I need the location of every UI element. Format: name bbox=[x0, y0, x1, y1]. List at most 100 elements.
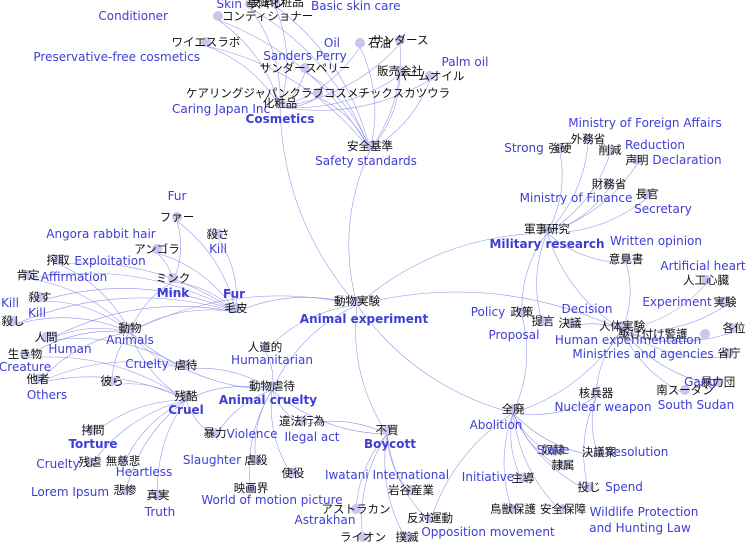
edge-jintai-jinkoshinzo bbox=[621, 283, 707, 331]
node-mofa-label-en: Ministry of Foreign Affairs bbox=[568, 116, 721, 130]
edge-haishi-hantai bbox=[429, 412, 514, 523]
node-kisokesho-label-ja: 基礎化粧品 bbox=[246, 0, 304, 9]
edge-haishi-chojuhogo bbox=[503, 412, 514, 514]
node-ikensho-label-ja: 意見書 bbox=[609, 252, 644, 266]
edge-keigawa-korosu bbox=[39, 288, 237, 313]
node-sudan-label-ja: 南スーダン bbox=[656, 383, 714, 397]
node-bokumetsu-marker bbox=[402, 532, 412, 542]
graph-node-markers bbox=[8, 0, 739, 542]
node-ihokoi-marker bbox=[297, 416, 307, 426]
node-zangyaku-marker bbox=[85, 457, 95, 467]
node-jikken-label-en: Experiment bbox=[642, 295, 712, 309]
node-shocho-marker bbox=[724, 348, 734, 358]
node-bokumetsu-label-ja: 撲滅 bbox=[396, 530, 419, 544]
node-fur-label-ja: ファー bbox=[160, 210, 195, 224]
node-teian-marker bbox=[538, 316, 548, 326]
edge-haishi-tojiru bbox=[512, 412, 590, 492]
node-tasha-label-ja: 他者 bbox=[27, 372, 50, 386]
node-skin-marker bbox=[245, 0, 255, 9]
node-jintai-marker bbox=[617, 321, 627, 331]
node-seisaku-label-ja: 政策 bbox=[511, 305, 534, 319]
edge-haishi-jintai bbox=[512, 329, 623, 414]
edge-fubai-raion bbox=[361, 433, 388, 542]
node-boryoku-label-en: Violence bbox=[227, 427, 278, 441]
node-sudan-marker bbox=[680, 385, 690, 395]
node-dobutsugyakutai-label-en: Animal cruelty bbox=[219, 393, 317, 407]
edge-zankoku-gomon bbox=[92, 399, 187, 435]
node-skin-label-ja: スキン bbox=[250, 0, 284, 11]
node-ikensho-marker bbox=[621, 254, 631, 264]
node-hantai-label-ja: 反対運動 bbox=[407, 511, 453, 525]
node-ketsugi-label-ja: 決議 bbox=[559, 316, 582, 330]
node-jintai-label-en: Human experimentation bbox=[555, 333, 701, 347]
node-shudo-marker bbox=[518, 473, 528, 483]
node-ningen-marker bbox=[41, 332, 51, 342]
node-raion-marker bbox=[358, 532, 368, 542]
node-mof-marker bbox=[604, 179, 614, 189]
node-ikimono-label-ja: 生き物 bbox=[8, 347, 43, 361]
edge-dobutsugyakutai-fubai bbox=[271, 389, 388, 435]
node-fubai-marker bbox=[382, 425, 392, 435]
edge-zankoku-zangyaku bbox=[89, 399, 187, 467]
node-safety-label-ja: 安全基準 bbox=[347, 139, 393, 153]
edge-jintai-sudan bbox=[621, 329, 686, 395]
node-military-label-en: Military research bbox=[489, 237, 604, 251]
node-sakugen-marker bbox=[605, 145, 615, 155]
node-tojiru-label-ja: 投じ bbox=[578, 480, 601, 494]
node-sanderssperry-label-en: Sanders Perry bbox=[263, 49, 347, 63]
node-dobutsu-label-en: Animals bbox=[106, 333, 154, 347]
node-dobutsu-marker bbox=[125, 323, 135, 333]
edge-zankoku-ikimono bbox=[24, 356, 187, 401]
edge-dobutsu-kotei bbox=[27, 278, 131, 333]
node-haishi-label-en: Abolition bbox=[470, 418, 523, 432]
node-anzenhosho-label-en: and Hunting Law bbox=[589, 521, 691, 535]
node-higeki-label-ja: 悲惨 bbox=[114, 483, 137, 497]
node-shocho-label-en: Ministries and agencies bbox=[572, 347, 713, 361]
node-reizoku-label-ja: 隷属 bbox=[552, 458, 575, 472]
node-angora-label-en: Angora rabbit hair bbox=[46, 227, 156, 241]
node-kotei-marker bbox=[23, 270, 33, 280]
node-reizoku-marker bbox=[558, 460, 568, 470]
edge-dobutsugyakutai-gyakutai bbox=[185, 367, 273, 391]
node-ihokoi-label-en: Ilegal act bbox=[284, 430, 339, 444]
node-astrakhan-label-en: Astrakhan bbox=[295, 513, 356, 527]
node-dorei-marker bbox=[548, 445, 558, 455]
node-ketsugian-label-en: Resolution bbox=[606, 445, 669, 459]
edge-zankoku-mujihi bbox=[122, 399, 187, 466]
edge-cosmetics-wyeth bbox=[205, 45, 281, 108]
edge-jintai-animalexp bbox=[356, 291, 623, 331]
node-shieki-label-ja: 使役 bbox=[282, 466, 305, 480]
edge-keigawa-fur bbox=[176, 220, 237, 313]
edge-military-seisaku bbox=[521, 232, 548, 317]
node-kisokesho-label-en: Basic skin care bbox=[311, 0, 401, 13]
node-sanders-marker bbox=[395, 35, 405, 45]
node-ketsugian-label-ja: 決議案 bbox=[582, 445, 617, 459]
node-koroshi-label-ja: 殺し bbox=[2, 314, 25, 328]
node-astrakhan-label-ja: アストラカン bbox=[322, 502, 391, 516]
node-sakushu-label-ja: 搾取 bbox=[47, 253, 70, 267]
node-palm-marker bbox=[425, 71, 435, 81]
node-teian-label-en: Proposal bbox=[489, 328, 540, 342]
node-zankoku-label-ja: 残酷 bbox=[175, 389, 198, 403]
node-mof-label-en: Ministry of Finance bbox=[520, 191, 633, 205]
edge-keigawa-angora bbox=[156, 252, 237, 313]
node-dorei-label-en: Slave bbox=[537, 443, 570, 457]
node-hanbai-marker bbox=[395, 66, 405, 76]
edge-safety-kisokesho bbox=[274, 5, 371, 151]
node-gomon-label-ja: 拷問 bbox=[82, 423, 105, 437]
node-conditioner-label-en: Conditioner bbox=[98, 9, 168, 23]
node-sanders-label-ja: サンダース bbox=[372, 33, 429, 47]
edge-gyakutai-ningen bbox=[45, 338, 187, 370]
edge-haishi-anzenhosho bbox=[512, 412, 564, 514]
node-animalexp-label-en: Animal experiment bbox=[300, 312, 429, 326]
node-seimei-label-en: Declaration bbox=[652, 153, 721, 167]
node-kisokesho-marker bbox=[270, 0, 280, 7]
node-caring-label-en: Caring Japan Inc bbox=[172, 102, 270, 116]
node-safety-label-en: Safety standards bbox=[315, 154, 417, 168]
node-iwatani-label-ja: 岩谷産業 bbox=[388, 483, 434, 497]
node-gyakusatsu-marker bbox=[251, 455, 261, 465]
edge-jintai-jikken bbox=[621, 305, 726, 332]
edge-safety-animalexp bbox=[348, 149, 371, 306]
node-tojiru-label-en: Spend bbox=[605, 480, 643, 494]
